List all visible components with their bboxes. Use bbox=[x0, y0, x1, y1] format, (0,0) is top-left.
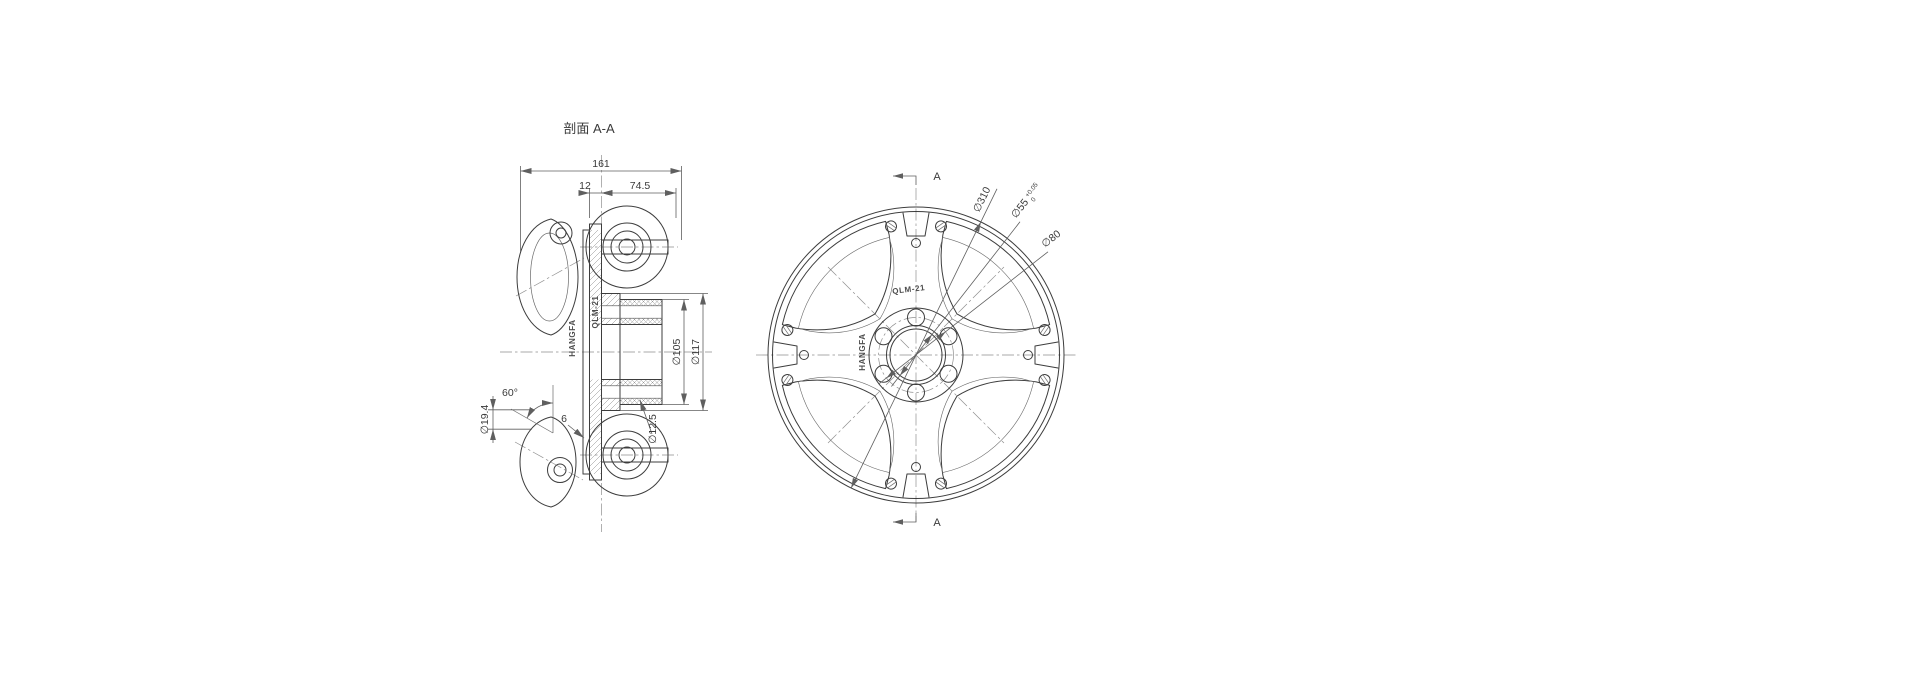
dim-plate-thickness: 12 bbox=[578, 180, 613, 218]
section-mark-bottom: A bbox=[893, 513, 941, 529]
section-mark-top: A bbox=[893, 171, 941, 185]
dim-dia-117: ∅117 bbox=[620, 293, 708, 411]
dim-text-dia105: ∅105 bbox=[671, 339, 683, 366]
dim-text-dia80: ∅80 bbox=[1039, 228, 1063, 250]
dim-dia-80: ∅80 bbox=[879, 228, 1063, 384]
section-label-a-top: A bbox=[933, 171, 941, 183]
front-view: QLM-21 HANGFA ∅310 ∅55 +0.05 0 ∅80 bbox=[756, 171, 1076, 529]
dim-text-dia117: ∅117 bbox=[690, 339, 702, 365]
model-marking-section: QLM-21 bbox=[591, 296, 600, 329]
dim-gap-6: 6 bbox=[561, 413, 585, 439]
section-label-a-bottom: A bbox=[933, 517, 941, 529]
dim-text-60deg: 60° bbox=[502, 387, 518, 399]
dim-text-12: 12 bbox=[579, 180, 591, 192]
section-view-title: 剖面 A-A bbox=[563, 121, 615, 136]
dim-hub-depth: 74.5 bbox=[601, 180, 677, 218]
dim-text-74-5: 74.5 bbox=[630, 180, 651, 192]
dim-dia-12-5: ∅12.5 bbox=[639, 399, 659, 444]
wheel-rim bbox=[767, 206, 1065, 504]
section-hatching bbox=[589, 230, 662, 474]
dim-overall-width: 161 bbox=[520, 158, 682, 252]
section-view: 剖面 A-A bbox=[479, 121, 712, 532]
side-roller-top bbox=[516, 218, 579, 336]
bolt-circle bbox=[878, 317, 954, 393]
model-marking-front: QLM-21 bbox=[892, 283, 926, 296]
hub bbox=[868, 307, 964, 403]
dim-text-dia55-tol-lower: 0 bbox=[1030, 196, 1038, 203]
dim-text-dia55: ∅55 bbox=[1009, 197, 1031, 221]
side-roller-bottom bbox=[519, 416, 577, 508]
dim-text-6: 6 bbox=[561, 413, 567, 425]
dim-dia-19-4: ∅19.4 bbox=[479, 396, 532, 443]
dim-text-dia19-4: ∅19.4 bbox=[479, 405, 491, 435]
brand-marking-section: HANGFA bbox=[568, 319, 577, 356]
dim-text-dia12-5: ∅12.5 bbox=[647, 414, 659, 444]
hub-section-outline bbox=[582, 223, 669, 481]
dim-angle-60: 60° bbox=[502, 385, 554, 434]
brand-marking-front: HANGFA bbox=[858, 333, 867, 370]
dim-dia-105: ∅105 bbox=[662, 299, 689, 405]
dim-text-161: 161 bbox=[592, 158, 610, 170]
dim-text-dia310: ∅310 bbox=[971, 185, 994, 214]
